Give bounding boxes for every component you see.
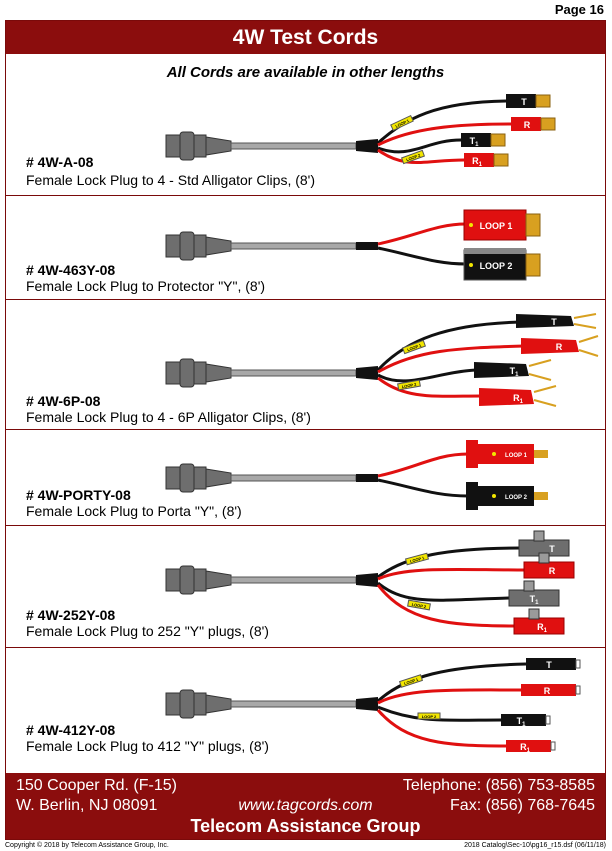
svg-text:R: R <box>524 120 531 130</box>
cord-illustration: LOOP 1 LOOP 2 <box>165 209 541 281</box>
svg-text:R1: R1 <box>472 156 483 168</box>
part-description: Female Lock Plug to 4 - Std Alligator Cl… <box>26 172 316 188</box>
svg-text:T: T <box>521 97 527 107</box>
lock-plug-icon <box>165 463 232 493</box>
cord-illustration: LOOP 1 LOOP 2 T R T1 R1 <box>165 94 556 168</box>
plug-252-t: T <box>518 530 570 557</box>
protector-y-loop1: LOOP 1 <box>463 209 541 241</box>
svg-text:R: R <box>556 342 563 352</box>
plug-252-r1: R1 <box>513 608 565 635</box>
part-description: Female Lock Plug to 252 "Y" plugs, (8') <box>26 623 269 639</box>
alligator-clip-t1: T1 <box>474 359 552 381</box>
plug-252-t1: T1 <box>508 580 560 607</box>
address-line-1: 150 Cooper Rd. (F-15) <box>16 777 177 794</box>
part-description: Female Lock Plug to Protector "Y", (8') <box>26 278 266 294</box>
lock-plug-icon <box>165 231 232 261</box>
part-description: Female Lock Plug to Porta "Y", (8') <box>26 503 242 519</box>
svg-text:LOOP 2: LOOP 2 <box>422 714 437 719</box>
porta-y-loop2: LOOP 2 <box>466 482 548 510</box>
svg-text:T1: T1 <box>517 716 527 728</box>
alligator-clip-t: T <box>506 94 551 108</box>
cord-illustration: LOOP 1 LOOP 2 T R T1 R1 <box>165 313 599 407</box>
lock-plug-icon <box>165 358 232 388</box>
svg-text:R: R <box>549 566 556 576</box>
svg-text:T: T <box>546 660 552 670</box>
alligator-clip-r: R <box>521 335 599 357</box>
fax: Fax: (856) 768-7645 <box>450 797 595 814</box>
loop2-tag: LOOP 2 <box>405 152 421 162</box>
svg-text:R: R <box>544 686 551 696</box>
lock-plug-icon <box>165 565 232 595</box>
lock-plug-icon <box>165 689 232 719</box>
svg-text:LOOP 1: LOOP 1 <box>403 677 419 687</box>
svg-text:R1: R1 <box>537 622 548 634</box>
product-section-4w-6p-08: LOOP 1 LOOP 2 T R T1 R1 # 4W-6P-08 Femal… <box>6 300 605 430</box>
address-line-2: W. Berlin, NJ 08091 <box>16 797 158 814</box>
page-title: 4W Test Cords <box>6 21 605 54</box>
plug-412-t1: T1 <box>501 714 551 728</box>
svg-text:LOOP 2: LOOP 2 <box>505 495 528 501</box>
cord-illustration: LOOP 1 LOOP 2 T R T1 R1 <box>165 658 581 754</box>
protector-y-loop2: LOOP 2 <box>463 248 541 281</box>
lock-plug-icon <box>165 131 232 161</box>
plug-412-t: T <box>526 658 581 670</box>
svg-text:LOOP 2: LOOP 2 <box>411 602 427 610</box>
copyright: Copyright © 2018 by Telecom Assistance G… <box>5 842 169 849</box>
page-subtitle: All Cords are available in other lengths <box>166 64 445 81</box>
part-number: # 4W-252Y-08 <box>26 607 116 623</box>
alligator-clip-r: R <box>511 117 556 131</box>
plug-252-r: R <box>523 552 575 579</box>
svg-text:T1: T1 <box>470 136 480 148</box>
svg-text:T1: T1 <box>530 594 540 606</box>
alligator-clip-r1: R1 <box>479 385 557 407</box>
svg-text:LOOP 1: LOOP 1 <box>406 342 422 352</box>
part-number: # 4W-6P-08 <box>26 393 101 409</box>
catalog-reference: 2018 Catalog\Sec-10\pg16_r15.dsf (06/11/… <box>464 842 606 849</box>
svg-text:LOOP 1: LOOP 1 <box>505 453 528 459</box>
svg-text:LOOP 1: LOOP 1 <box>480 221 513 231</box>
svg-text:LOOP 2: LOOP 2 <box>480 261 513 271</box>
part-number: # 4W-PORTY-08 <box>26 487 131 503</box>
product-section-4w-412y-08: LOOP 1 LOOP 2 T R T1 R1 # 4W-412Y-08 Fem… <box>6 648 605 773</box>
part-number: # 4W-A-08 <box>26 154 94 170</box>
product-section-4w-463y-08: LOOP 1 LOOP 2 # 4W-463Y-08 Female Lock P… <box>6 196 605 300</box>
svg-text:T: T <box>551 317 557 327</box>
part-description: Female Lock Plug to 4 - 6P Alligator Cli… <box>26 409 311 425</box>
website-link[interactable]: www.tagcords.com <box>238 797 373 814</box>
part-number: # 4W-412Y-08 <box>26 722 116 738</box>
page-frame <box>5 20 606 840</box>
svg-text:R1: R1 <box>520 742 531 754</box>
product-section-4w-252y-08: LOOP 1 LOOP 2 T R T1 R1 # 4W-252Y-08 Fem… <box>6 526 605 648</box>
svg-text:T: T <box>549 544 555 554</box>
company-name: Telecom Assistance Group <box>190 816 421 836</box>
page-number: Page 16 <box>554 2 604 17</box>
alligator-clip-t1: T1 <box>461 133 506 148</box>
plug-412-r1: R1 <box>506 740 556 754</box>
alligator-clip-t: T <box>516 313 597 329</box>
cable <box>230 142 357 150</box>
footer-bar: 150 Cooper Rd. (F-15) W. Berlin, NJ 0809… <box>6 773 605 839</box>
plug-412-r: R <box>521 684 581 696</box>
part-number: # 4W-463Y-08 <box>26 262 116 278</box>
svg-text:LOOP 2: LOOP 2 <box>401 382 417 390</box>
product-section-4w-a-08: LOOP 1 LOOP 2 T R T1 R1 # 4W-A-08 Female… <box>6 88 605 196</box>
part-description: Female Lock Plug to 412 "Y" plugs, (8') <box>26 738 269 754</box>
cord-illustration: LOOP 1 LOOP 2 T R T1 R1 <box>165 530 575 635</box>
porta-y-loop1: LOOP 1 <box>466 440 548 468</box>
svg-text:T1: T1 <box>510 366 520 378</box>
svg-text:LOOP 1: LOOP 1 <box>409 555 425 564</box>
telephone: Telephone: (856) 753-8585 <box>402 777 595 794</box>
product-section-4w-porty-08: LOOP 1 LOOP 2 # 4W-PORTY-08 Female Lock … <box>6 430 605 526</box>
loop1-tag: LOOP 1 <box>395 118 411 129</box>
svg-text:R1: R1 <box>513 393 524 405</box>
cord-illustration: LOOP 1 LOOP 2 <box>165 440 548 510</box>
alligator-clip-r1: R1 <box>464 153 509 168</box>
